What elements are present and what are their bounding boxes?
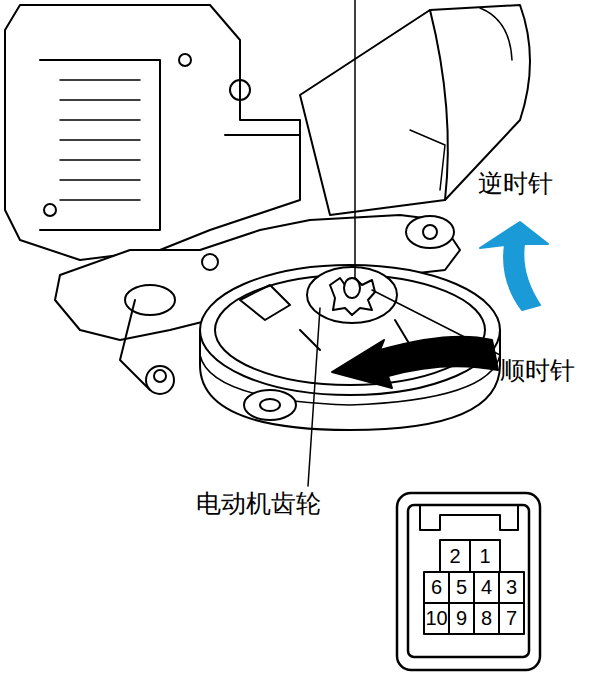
pin-number: 6 — [424, 572, 449, 603]
reference-line — [354, 0, 356, 278]
pin-number: 5 — [449, 572, 474, 603]
leader-line — [372, 290, 500, 355]
gear-case — [200, 265, 500, 430]
pin-number: 3 — [499, 572, 524, 603]
direction-label: 逆时针 — [478, 170, 553, 198]
left-housing — [5, 5, 300, 260]
clockwise-arrow — [332, 337, 498, 388]
pin-number: 10 — [424, 603, 449, 634]
pin-number: 4 — [474, 572, 499, 603]
direction-label: 顺时针 — [500, 357, 575, 385]
pin-number: 1 — [470, 540, 500, 572]
part-name: 电动机齿轮 — [196, 490, 321, 518]
connector-outline — [397, 493, 540, 670]
leader-line — [308, 308, 320, 486]
pin-number: 9 — [449, 603, 474, 634]
counterclockwise-arrow — [480, 222, 548, 310]
pin-number: 2 — [440, 540, 470, 572]
pin-number: 7 — [499, 603, 524, 634]
pin-number: 8 — [474, 603, 499, 634]
